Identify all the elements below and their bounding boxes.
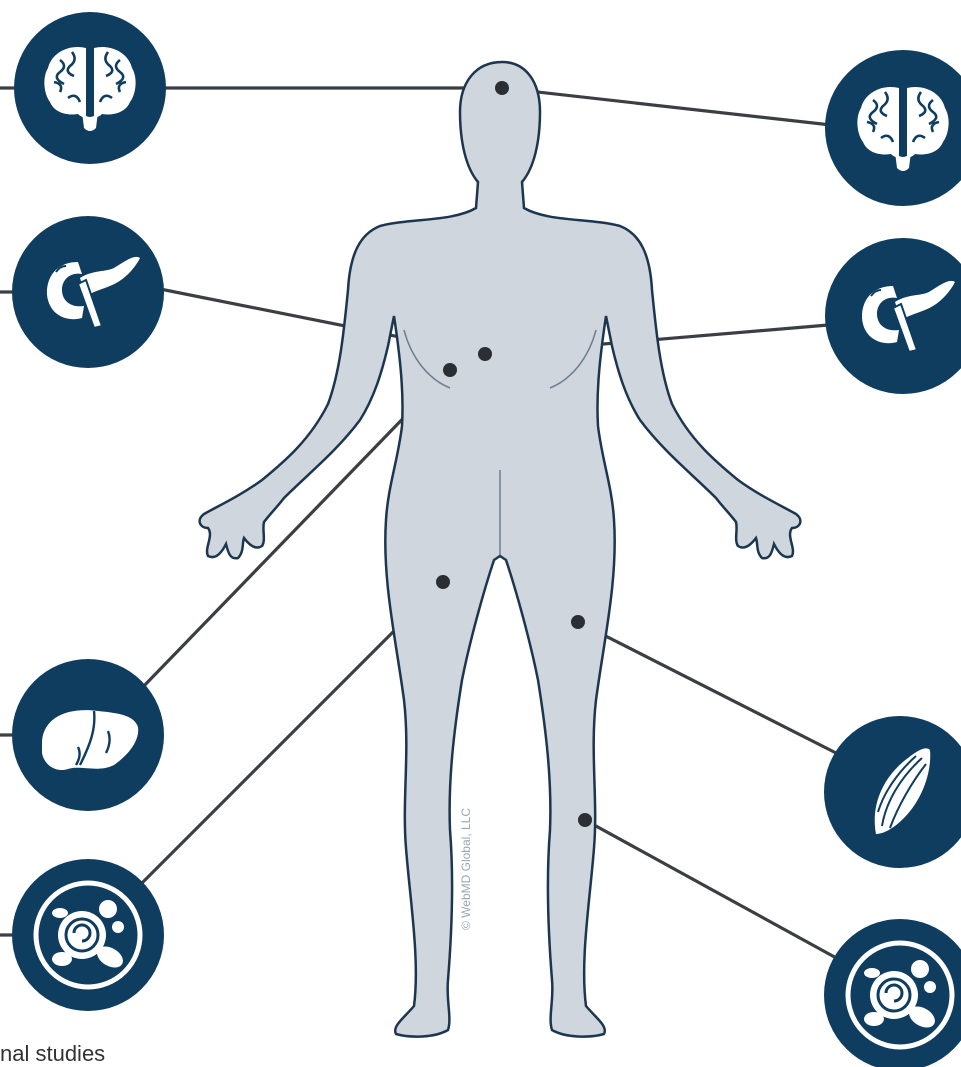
organ-badge-fat-right: [824, 919, 961, 1067]
point-calf: [578, 813, 592, 827]
organ-badge-brain-left: [14, 12, 166, 164]
connector-fat-right: [585, 820, 840, 960]
point-thigh-right: [436, 575, 450, 589]
caption-fragment: nal studies: [0, 1041, 105, 1067]
connector-muscle: [578, 622, 840, 755]
organ-badge-muscle: [824, 716, 961, 868]
point-head: [495, 81, 509, 95]
watermark: © WebMD Global, LLC: [459, 808, 473, 930]
organ-badge-pancreas-left: [12, 216, 164, 368]
organ-badge-pancreas-right: [825, 238, 961, 394]
organ-badge-fat-left: [12, 859, 164, 1011]
connector-brain-right: [502, 88, 840, 126]
organ-badge-liver: [12, 659, 164, 811]
point-liver: [443, 363, 457, 377]
organ-badge-brain-right: [825, 50, 961, 206]
point-thigh-left: [571, 615, 585, 629]
point-pancreas: [478, 347, 492, 361]
